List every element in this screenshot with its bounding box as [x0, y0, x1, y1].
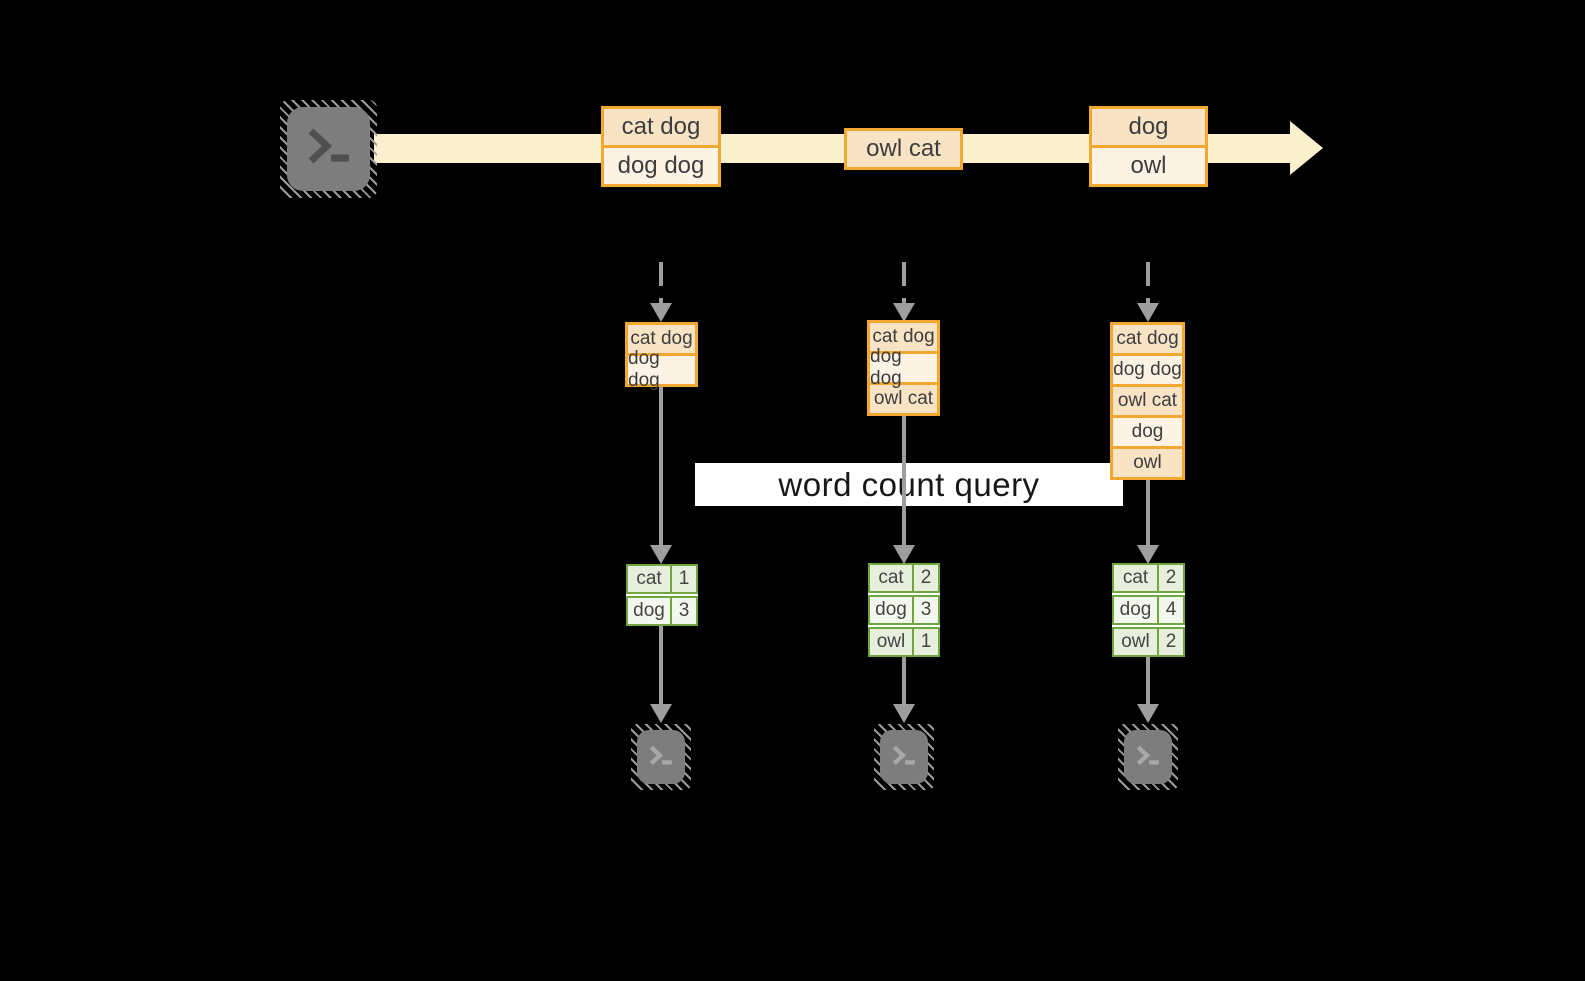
terminal-prompt-glyph	[308, 128, 349, 164]
count-value: 3	[912, 597, 938, 623]
sample-dashed-line-2	[902, 262, 906, 304]
query-label: word count query	[778, 465, 1040, 503]
connector-arrowhead-1	[650, 545, 672, 564]
terminal-source-icon	[280, 100, 377, 198]
state-box-1: cat dog dog dog	[625, 322, 698, 391]
output-arrowhead-1	[650, 704, 672, 723]
connector-line-3	[1146, 478, 1150, 547]
state-row: dog dog	[870, 346, 937, 389]
state-row: dog dog	[1113, 353, 1182, 384]
stream-event-row: owl	[1092, 145, 1205, 184]
connector-arrowhead-2	[893, 545, 915, 564]
sample-arrowhead-2	[893, 303, 915, 322]
terminal-output-icon-3	[1118, 724, 1178, 790]
connector-line-2	[902, 414, 906, 547]
count-table-2: cat 2 dog 3 owl 1	[868, 563, 940, 657]
sample-dashed-line-1	[659, 262, 663, 304]
state-row: dog dog	[628, 348, 695, 391]
state-row: owl	[1113, 446, 1182, 477]
stream-event-row: cat dog	[604, 109, 718, 145]
terminal-source-body	[287, 107, 370, 191]
state-box-2: cat dog dog dog owl cat	[867, 320, 940, 416]
sample-dashed-line-3	[1146, 262, 1150, 304]
state-row: owl cat	[870, 382, 937, 413]
count-word: owl	[876, 631, 906, 652]
state-row: dog	[1113, 415, 1182, 446]
terminal-output-icon-2	[874, 724, 934, 790]
count-word: cat	[636, 568, 662, 589]
count-row: owl 1	[868, 627, 940, 657]
count-value: 1	[912, 629, 938, 655]
count-row: dog 3	[868, 595, 940, 625]
query-label-bar: word count query	[695, 463, 1123, 506]
state-row: cat dog	[1113, 325, 1182, 353]
state-row: cat dog	[870, 323, 937, 351]
stream-event-row: dog	[1092, 109, 1205, 145]
sample-arrowhead-1	[650, 303, 672, 322]
output-arrowhead-2	[893, 704, 915, 723]
stream-arrowhead-icon	[1290, 121, 1323, 175]
output-line-2	[902, 655, 906, 706]
state-row: owl cat	[1113, 384, 1182, 415]
count-word: dog	[875, 599, 907, 620]
stream-event-box-2: owl cat	[844, 128, 963, 170]
state-box-3: cat dog dog dog owl cat dog owl	[1110, 322, 1185, 480]
stream-event-row: dog dog	[604, 145, 718, 184]
terminal-prompt-glyph	[892, 745, 915, 766]
terminal-output-body	[880, 730, 928, 784]
count-value: 4	[1157, 597, 1183, 623]
connector-line-1	[659, 385, 663, 547]
count-row: dog 3	[626, 596, 698, 626]
count-row: cat 1	[626, 564, 698, 594]
count-value: 2	[1157, 629, 1183, 655]
stream-event-box-1: cat dog dog dog	[601, 106, 721, 187]
count-row: cat 2	[868, 563, 940, 593]
count-table-1: cat 1 dog 3	[626, 564, 698, 626]
count-row: cat 2	[1112, 563, 1185, 593]
count-value: 2	[1157, 565, 1183, 591]
terminal-prompt-glyph	[1136, 745, 1159, 766]
connector-arrowhead-3	[1137, 545, 1159, 564]
count-word: dog	[1119, 599, 1152, 620]
count-word: cat	[878, 567, 904, 588]
count-word: dog	[633, 600, 665, 621]
stream-event-row: owl cat	[847, 131, 960, 167]
count-value: 3	[670, 598, 696, 624]
count-table-3: cat 2 dog 4 owl 2	[1112, 563, 1185, 657]
output-line-1	[659, 626, 663, 706]
terminal-output-body	[1124, 730, 1172, 784]
count-word: owl	[1121, 631, 1150, 652]
count-row: dog 4	[1112, 595, 1185, 625]
count-row: owl 2	[1112, 627, 1185, 657]
terminal-output-icon-1	[631, 724, 691, 790]
terminal-output-body	[637, 730, 685, 784]
output-arrowhead-3	[1137, 704, 1159, 723]
stream-event-box-3: dog owl	[1089, 106, 1208, 187]
count-word: cat	[1122, 567, 1149, 588]
state-row: cat dog	[628, 325, 695, 353]
sample-arrowhead-3	[1137, 303, 1159, 322]
count-value: 2	[912, 565, 938, 591]
count-value: 1	[670, 566, 696, 592]
terminal-prompt-glyph	[649, 745, 672, 766]
output-line-3	[1146, 655, 1150, 706]
